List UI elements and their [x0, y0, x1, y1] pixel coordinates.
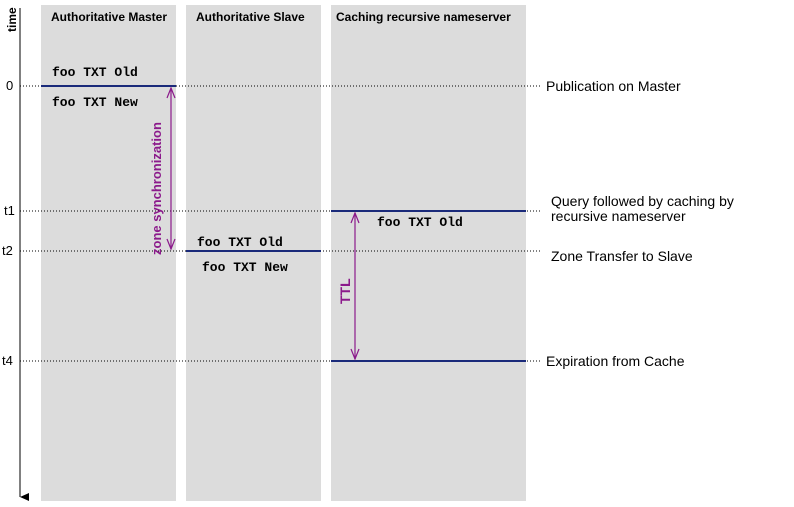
- slave-old-record: foo TXT Old: [197, 235, 283, 250]
- tick-t1: t1: [4, 203, 15, 218]
- event-expiration: Expiration from Cache: [546, 353, 685, 369]
- zone-sync-label: zone synchronization: [149, 122, 164, 255]
- event-publication: Publication on Master: [546, 78, 681, 94]
- ttl-label: TTL: [337, 278, 353, 304]
- event-query-line1: Query followed by caching by: [551, 193, 734, 209]
- column-cache: [331, 5, 526, 501]
- tick-t2: t2: [2, 243, 13, 258]
- column-title-cache: Caching recursive nameserver: [336, 10, 511, 24]
- slave-new-record: foo TXT New: [202, 260, 288, 275]
- column-title-slave: Authoritative Slave: [196, 10, 305, 24]
- cache-old-record: foo TXT Old: [377, 215, 463, 230]
- column-title-master: Authoritative Master: [51, 10, 167, 24]
- time-axis-label: time: [5, 7, 19, 32]
- master-new-record: foo TXT New: [52, 95, 138, 110]
- master-old-record: foo TXT Old: [52, 65, 138, 80]
- tick-t4: t4: [2, 353, 13, 368]
- ttl-interval: [350, 211, 360, 361]
- column-slave: [186, 5, 321, 501]
- zone-sync-interval: [166, 86, 176, 251]
- tick-0: 0: [6, 78, 13, 93]
- column-master: [41, 5, 176, 501]
- event-transfer: Zone Transfer to Slave: [551, 248, 693, 264]
- event-query-line2: recursive nameserver: [551, 208, 686, 224]
